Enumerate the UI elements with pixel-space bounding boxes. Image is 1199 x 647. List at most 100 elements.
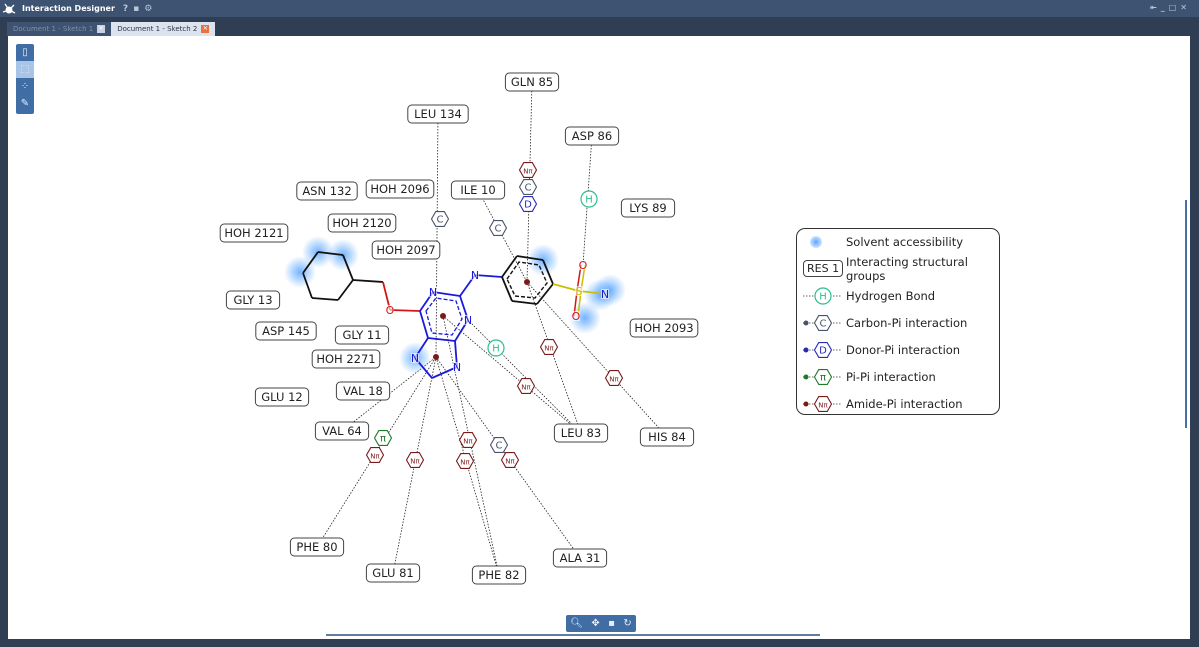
sulfur-atom: S — [576, 285, 583, 298]
marker-label: Nπ — [460, 459, 470, 467]
tab-label: Document 1 - Sketch 2 — [117, 25, 198, 33]
close-icon[interactable]: ✕ — [1180, 3, 1191, 12]
save-icon[interactable]: ▪ — [608, 618, 615, 629]
molecule-bond — [389, 309, 421, 312]
pan-icon[interactable]: ✥ — [591, 618, 600, 629]
residue-name: HOH 2093 — [634, 321, 693, 335]
legend-symbol: π — [803, 369, 841, 385]
residue-box — [471, 565, 527, 585]
marker-label: C — [525, 183, 532, 194]
residue-box — [365, 563, 421, 583]
nitrogen-atom: N — [601, 288, 609, 301]
residue-name: HOH 2096 — [370, 182, 429, 196]
tab-sketch-1[interactable]: Document 1 - Sketch 1✕ — [7, 22, 112, 36]
solvent-icon — [810, 236, 822, 248]
molecule-bond — [352, 279, 384, 283]
select-icon[interactable]: ⬚ — [16, 61, 34, 78]
residue-box — [225, 290, 281, 310]
molecule-bond — [542, 259, 554, 285]
nitrogen-atom: N — [453, 361, 461, 374]
molecule-bond — [419, 310, 429, 339]
new-document-icon[interactable]: ▯ — [22, 47, 28, 58]
residue-name: ASP 86 — [572, 129, 612, 143]
save-icon[interactable]: ▪ — [133, 3, 140, 14]
residue-label: VAL 64 — [314, 421, 370, 441]
residue-name: GLN 85 — [511, 75, 553, 89]
pi-pi-marker — [813, 369, 833, 385]
residue-name: LEU 134 — [414, 107, 462, 121]
zoom-icon[interactable]: 🔍︎ — [570, 618, 583, 629]
molecule-bond — [511, 300, 538, 305]
molecule-bond — [578, 290, 606, 295]
horizontal-scrollbar[interactable] — [326, 634, 820, 636]
interaction-line — [526, 281, 668, 438]
atom-bg — [601, 289, 609, 299]
maximize-icon[interactable]: □ — [1168, 3, 1181, 12]
vertical-scrollbar[interactable] — [1185, 200, 1187, 428]
marker-label: Nπ — [818, 402, 828, 410]
carbon-pi-icon: C — [797, 313, 847, 333]
reset-icon[interactable]: ↻ — [623, 618, 632, 629]
residue-label: HOH 2271 — [311, 349, 381, 369]
residue-label: ASP 145 — [255, 321, 317, 341]
residue-box — [311, 349, 381, 369]
residue-label: HOH 2120 — [327, 213, 397, 233]
minimize-icon[interactable]: _ — [1160, 3, 1169, 12]
marker-label: C — [820, 319, 827, 330]
residue-name: LEU 83 — [561, 426, 601, 440]
pin-icon[interactable]: ⇤ — [1150, 3, 1161, 12]
close-tab-icon[interactable]: ✕ — [201, 25, 210, 33]
molecule-bond — [536, 283, 554, 305]
residue-label: PHE 80 — [289, 537, 345, 557]
app-title: Interaction Designer — [22, 4, 115, 13]
help-icon[interactable]: ? — [122, 3, 129, 14]
marker-label: H — [585, 195, 593, 206]
legend-symbol: C — [803, 315, 841, 331]
molecule-bond — [337, 279, 354, 301]
legend-label: Amide-Pi interaction — [846, 397, 963, 411]
residue-box — [254, 387, 310, 407]
residue-label: HOH 2121 — [219, 223, 289, 243]
hbond-marker — [487, 339, 505, 357]
bottom-toolbar: 🔍︎ ✥ ▪ ↻ — [566, 615, 636, 632]
donor-pi-marker — [813, 342, 833, 358]
tab-label: Document 1 - Sketch 1 — [13, 25, 94, 33]
legend-label: Pi-Pi interaction — [846, 370, 936, 384]
residue-label: HOH 2096 — [365, 179, 435, 199]
nitrogen-atom: N — [411, 352, 419, 365]
residue-box — [365, 179, 435, 199]
molecule-bond — [501, 276, 513, 302]
residue-name: HOH 2120 — [332, 216, 391, 230]
nitrogen-atom: N — [464, 314, 472, 327]
legend-symbol: H — [803, 287, 841, 305]
residue-box — [407, 104, 469, 124]
oxygen-atom: O — [572, 310, 581, 323]
marker-label: H — [492, 344, 500, 355]
marker-label: Nπ — [544, 345, 554, 353]
marker-label: D — [819, 346, 827, 357]
marker-label: D — [524, 200, 532, 211]
residue-name: LYS 89 — [629, 201, 667, 215]
atom-bg — [386, 305, 394, 315]
add-residues-icon[interactable]: ⁘ — [20, 81, 30, 92]
residue-label: LYS 89 — [620, 198, 676, 218]
settings-icon[interactable]: ⚙ — [144, 3, 153, 14]
tab-sketch-2[interactable]: Document 1 - Sketch 2✕ — [111, 22, 216, 36]
close-tab-icon[interactable]: ✕ — [97, 25, 106, 33]
residue-sample: RES 1 — [803, 260, 844, 277]
residue-name: HOH 2097 — [376, 243, 435, 257]
residue-name: VAL 18 — [343, 384, 383, 398]
legend-symbol: D — [803, 342, 841, 358]
residue-label: ALA 31 — [552, 548, 608, 568]
pi-pi-marker — [373, 430, 393, 446]
atom-bg — [429, 287, 437, 297]
residue-box — [553, 423, 609, 443]
marker-label: C — [495, 224, 502, 235]
marker-label: Nπ — [463, 438, 473, 446]
eraser-icon[interactable]: ✎ — [20, 98, 30, 109]
residue-name: GLU 12 — [261, 390, 302, 404]
molecule-bond — [552, 283, 580, 292]
hbond-marker — [580, 190, 598, 208]
marker-label: C — [496, 441, 503, 452]
